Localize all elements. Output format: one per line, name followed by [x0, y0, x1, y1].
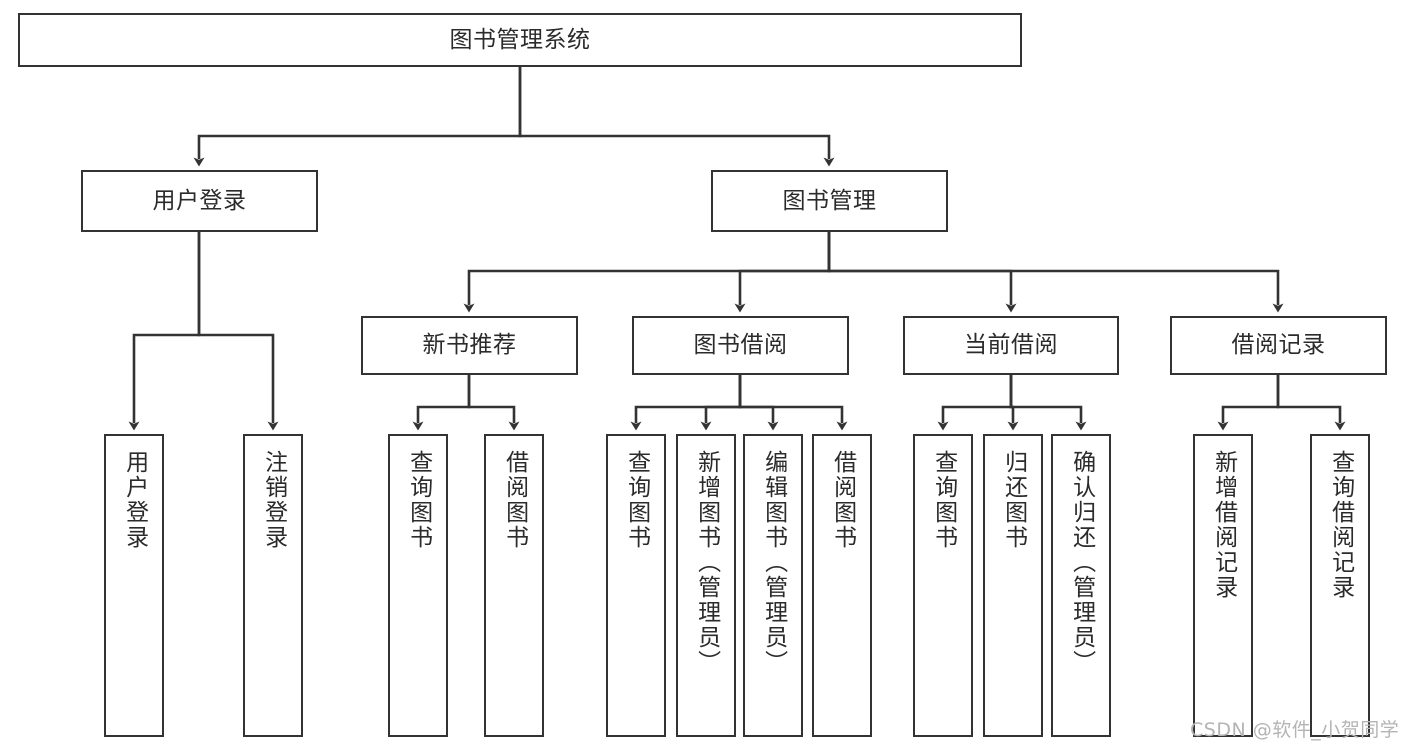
node-borrow-record-label: 借阅记录 — [1231, 332, 1326, 359]
leaf-query-book-1-label: 查询图书 — [405, 450, 432, 550]
leaf-borrow-book-1[interactable]: 借阅图书 — [484, 434, 544, 737]
leaf-logout-label: 注销登录 — [260, 450, 287, 550]
node-new-book-recommend-label: 新书推荐 — [422, 332, 517, 359]
leaf-edit-book-label: 编辑图书（管理员） — [760, 450, 787, 675]
leaf-query-book-3[interactable]: 查询图书 — [913, 434, 973, 737]
node-book-borrow-label: 图书借阅 — [693, 332, 788, 359]
leaf-logout[interactable]: 注销登录 — [243, 434, 303, 737]
node-book-manage[interactable]: 图书管理 — [711, 170, 948, 232]
node-current-borrow[interactable]: 当前借阅 — [903, 316, 1119, 375]
leaf-query-book-2[interactable]: 查询图书 — [606, 434, 666, 737]
leaf-query-book-3-label: 查询图书 — [930, 450, 957, 550]
leaf-borrow-book-1-label: 借阅图书 — [501, 450, 528, 550]
leaf-add-record[interactable]: 新增借阅记录 — [1193, 434, 1253, 737]
leaf-borrow-book-2[interactable]: 借阅图书 — [812, 434, 872, 737]
leaf-return-book-label: 归还图书 — [1000, 450, 1027, 550]
leaf-user-login[interactable]: 用户登录 — [104, 434, 164, 737]
csdn-watermark: CSDN @软件_小贺同学 — [1190, 719, 1400, 741]
node-current-borrow-label: 当前借阅 — [964, 332, 1058, 359]
node-root-label: 图书管理系统 — [449, 26, 591, 53]
leaf-confirm-return-label: 确认归还（管理员） — [1068, 450, 1095, 675]
node-new-book-recommend[interactable]: 新书推荐 — [361, 316, 578, 375]
leaf-query-book-1[interactable]: 查询图书 — [388, 434, 448, 737]
leaf-query-book-2-label: 查询图书 — [623, 450, 650, 550]
node-root[interactable]: 图书管理系统 — [18, 13, 1022, 67]
node-user-login-label: 用户登录 — [152, 187, 247, 214]
leaf-add-record-label: 新增借阅记录 — [1210, 450, 1237, 600]
node-book-borrow[interactable]: 图书借阅 — [632, 316, 849, 375]
leaf-edit-book[interactable]: 编辑图书（管理员） — [743, 434, 803, 737]
leaf-add-book[interactable]: 新增图书（管理员） — [676, 434, 736, 737]
leaf-user-login-label: 用户登录 — [121, 450, 148, 550]
node-book-manage-label: 图书管理 — [782, 187, 877, 214]
node-user-login[interactable]: 用户登录 — [81, 170, 318, 232]
leaf-borrow-book-2-label: 借阅图书 — [829, 450, 856, 550]
leaf-query-record[interactable]: 查询借阅记录 — [1310, 434, 1370, 737]
node-borrow-record[interactable]: 借阅记录 — [1170, 316, 1387, 375]
leaf-query-record-label: 查询借阅记录 — [1327, 450, 1354, 600]
leaf-add-book-label: 新增图书（管理员） — [693, 450, 720, 675]
leaf-return-book[interactable]: 归还图书 — [983, 434, 1043, 737]
leaf-confirm-return[interactable]: 确认归还（管理员） — [1051, 434, 1111, 737]
